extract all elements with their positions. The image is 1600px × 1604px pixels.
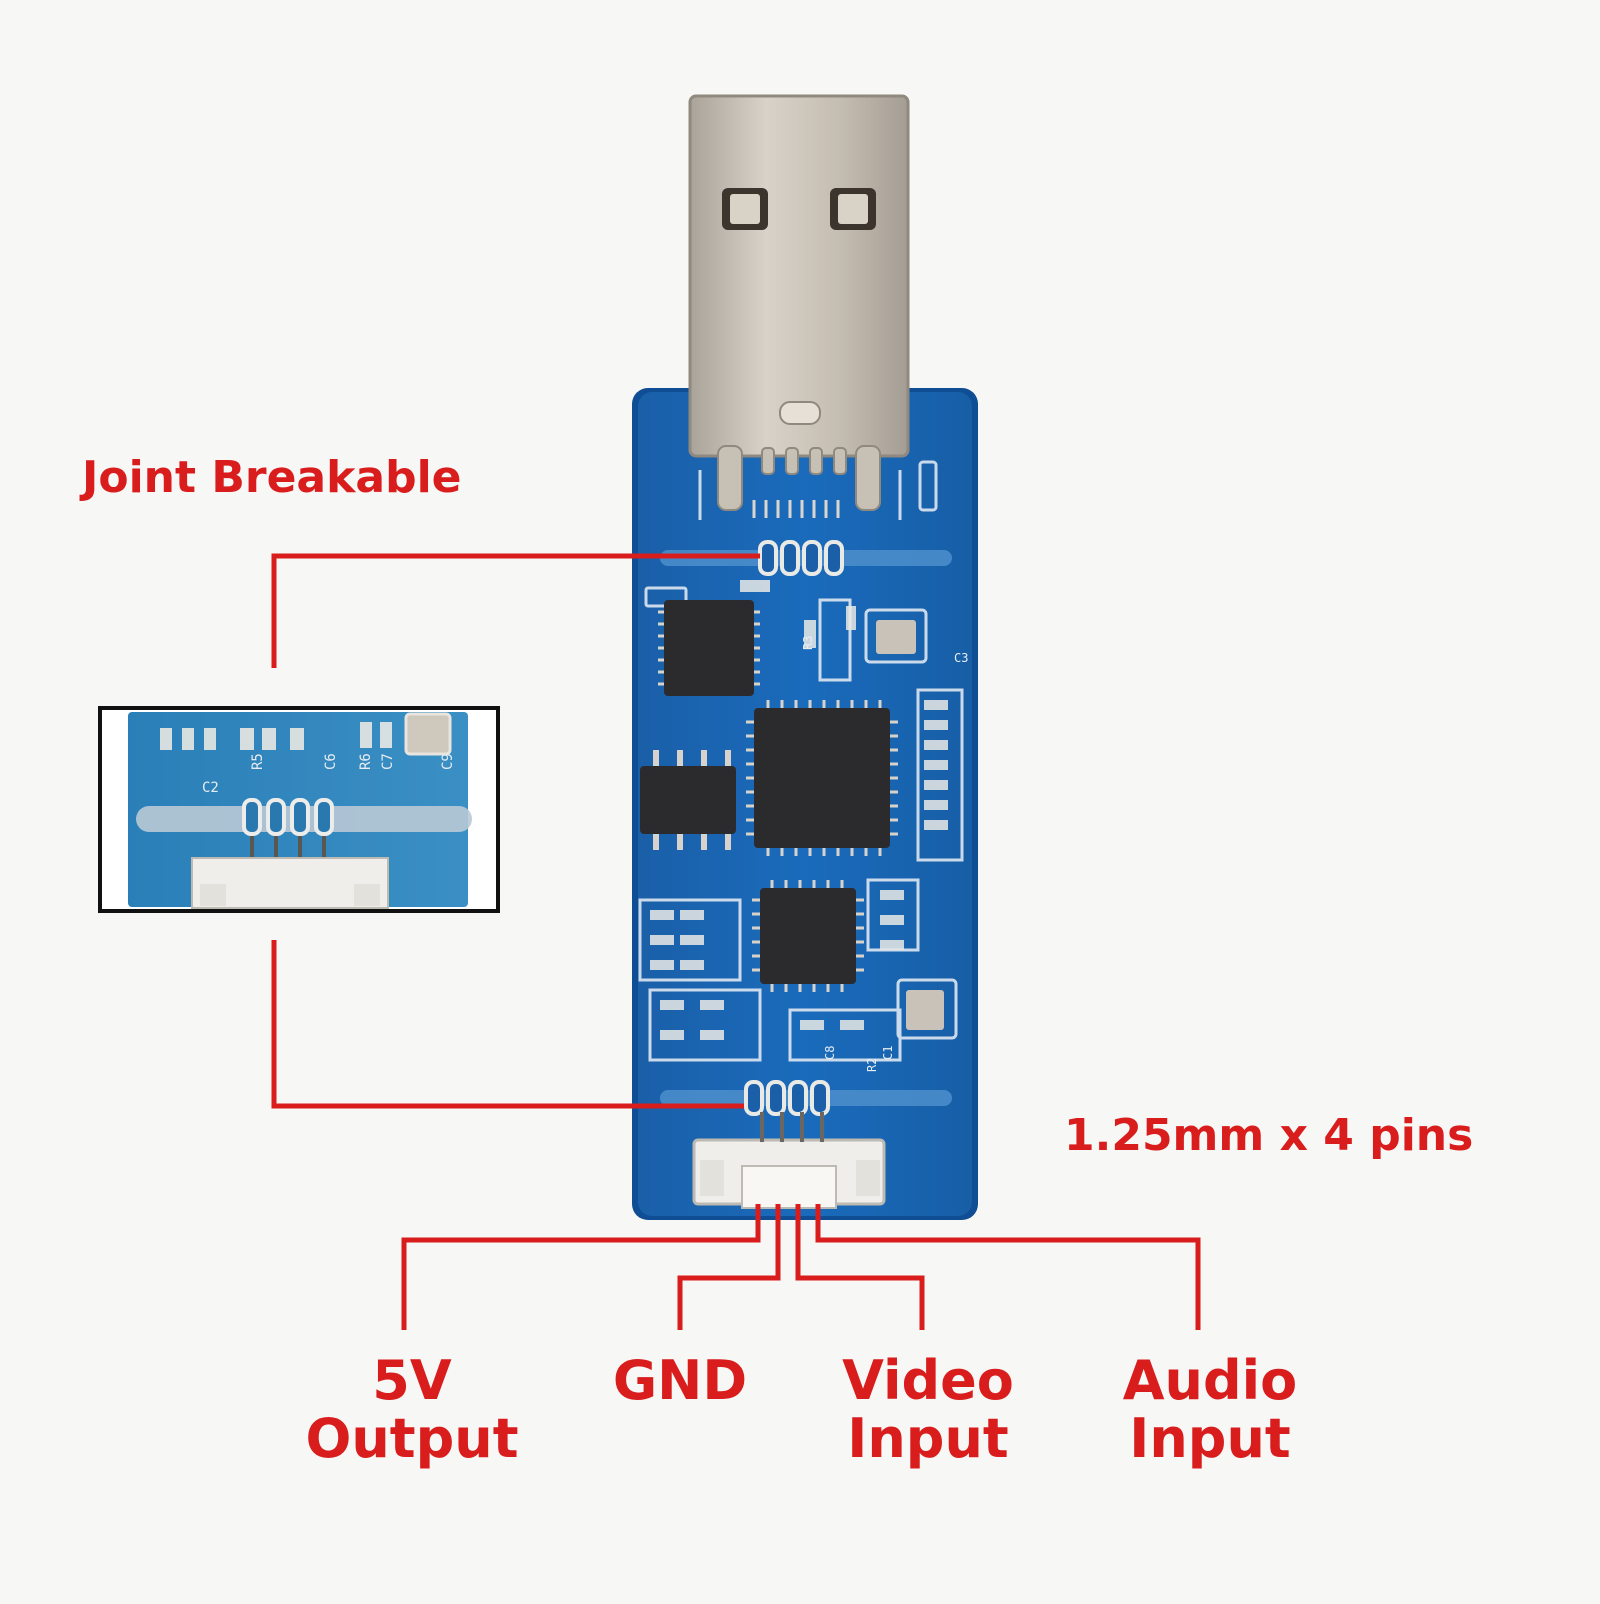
pin-audio-line2: Input [1129, 1407, 1291, 1471]
ic-chip-main [746, 700, 898, 856]
silk-c2: C2 [202, 780, 219, 796]
ic-chip-soic [640, 750, 736, 850]
silk-c8: C8 [823, 1046, 837, 1060]
crystal-lower [906, 990, 944, 1030]
pin-spec-label: 1.25mm x 4 pins [1064, 1110, 1474, 1161]
silk-c7: C7 [380, 753, 396, 770]
pin-line-video [795, 1204, 925, 1330]
pin-gnd-line1: GND [612, 1349, 748, 1412]
pin-label-video: Video Input [842, 1349, 1014, 1471]
silk-c1: C1 [881, 1046, 895, 1060]
joint-breakable-label: Joint Breakable [82, 452, 462, 503]
crystal-upper [876, 620, 916, 654]
silk-r5: R5 [250, 753, 266, 770]
silk-r6: R6 [358, 753, 374, 770]
inset-detail-photo: C6 R6 C7 C9 R5 C2 [98, 706, 500, 913]
silk-c3: C3 [954, 651, 968, 665]
silk-c9: C9 [440, 753, 456, 770]
pin-line-gnd [677, 1204, 781, 1330]
silk-r2: R2 [865, 1058, 879, 1072]
solder-pads-top [758, 540, 844, 576]
joint-callout-bottom [271, 940, 744, 1109]
joint-callout-top [271, 553, 760, 668]
pin-line-5v [401, 1204, 761, 1330]
silk-c6: C6 [323, 753, 339, 770]
pcb-silkscreen: R3 C3 R2 C8 C1 [801, 636, 968, 1072]
pin-5v-line2: Output [305, 1407, 519, 1471]
inset-silkscreen: C6 R6 C7 C9 R5 C2 [202, 753, 456, 796]
pin-video-line2: Input [847, 1407, 1009, 1471]
ic-chip-lower [752, 880, 864, 992]
usb-a-plug [688, 94, 910, 518]
pcb-board [632, 388, 978, 1220]
pin-5v-line1: 5V [372, 1349, 452, 1412]
callout-lines [271, 553, 1201, 1330]
pin-label-gnd: GND [612, 1349, 748, 1412]
pin-line-audio [815, 1204, 1201, 1330]
pin-label-5v: 5V Output [305, 1349, 519, 1471]
ic-chip-upper-left [658, 600, 760, 696]
jst-connector [692, 1112, 886, 1209]
pin-audio-line1: Audio [1122, 1349, 1298, 1412]
silk-r3: R3 [801, 636, 815, 650]
pin-label-audio: Audio Input [1122, 1349, 1298, 1471]
pin-video-line1: Video [842, 1349, 1014, 1412]
